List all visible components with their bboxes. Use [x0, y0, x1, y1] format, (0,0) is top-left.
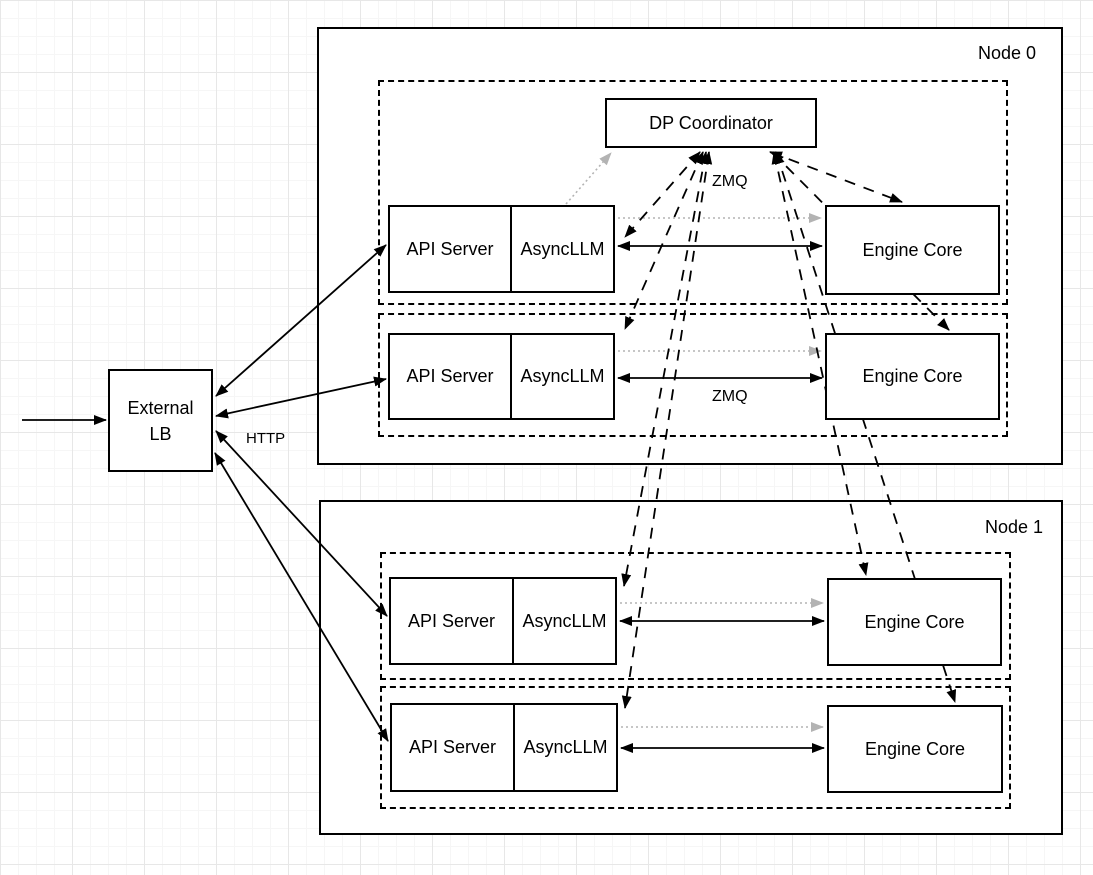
engine-core-box-n1r2: Engine Core	[827, 705, 1003, 793]
zmq-label-coordinator: ZMQ	[712, 173, 748, 190]
engine-core-box-n0r2: Engine Core	[825, 333, 1000, 420]
zmq-label-engine: ZMQ	[712, 388, 748, 405]
external-lb-label-line2: LB	[149, 423, 172, 444]
http-label: HTTP	[246, 430, 286, 447]
api-server-cell: API Server	[390, 335, 512, 418]
async-llm-cell: AsyncLLM	[520, 238, 605, 259]
async-llm-cell: AsyncLLM	[523, 737, 608, 757]
node1-label: Node 1	[985, 517, 1044, 537]
api-asyncllm-box-n1r1: API Server AsyncLLM	[389, 577, 617, 665]
api-asyncllm-box-n0r1: API Server AsyncLLM	[388, 205, 615, 293]
external-lb-label-line1: External	[127, 397, 194, 418]
async-llm-cell: AsyncLLM	[520, 366, 605, 386]
dp-coordinator-label: DP Coordinator	[649, 112, 773, 133]
api-server-cell: API Server	[392, 705, 515, 790]
engine-core-box-n0r1: Engine Core	[825, 205, 1000, 295]
dp-coordinator-box: DP Coordinator	[605, 98, 817, 148]
node0-label: Node 0	[978, 43, 1037, 63]
api-server-cell: API Server	[391, 579, 514, 663]
api-asyncllm-box-n0r2: API Server AsyncLLM	[388, 333, 615, 420]
engine-core-box-n1r1: Engine Core	[827, 578, 1002, 666]
external-lb-box: External LB	[108, 369, 213, 472]
async-llm-cell: AsyncLLM	[522, 610, 607, 631]
api-asyncllm-box-n1r2: API Server AsyncLLM	[390, 703, 618, 792]
api-server-cell: API Server	[390, 207, 512, 291]
